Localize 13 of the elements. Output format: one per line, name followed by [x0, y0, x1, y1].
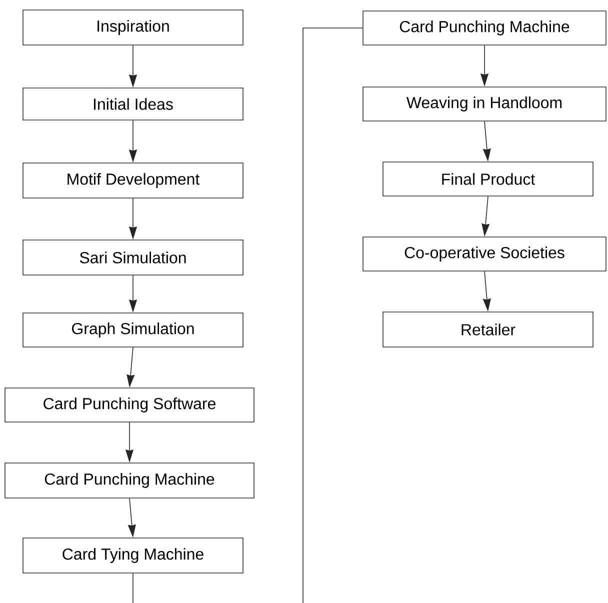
process-box: Card Punching Machine — [4, 462, 254, 498]
process-box: Card Punching Software — [4, 388, 254, 422]
process-box: Card Punching Machine — [362, 10, 606, 46]
process-box: Initial Ideas — [22, 88, 244, 120]
process-box: Graph Simulation — [22, 312, 244, 348]
process-box: Card Tying Machine — [22, 538, 244, 574]
process-box: Final Product — [382, 162, 594, 196]
process-box: Motif Development — [22, 162, 244, 198]
process-box: Sari Simulation — [22, 240, 244, 276]
process-box: Weaving in Handloom — [362, 86, 606, 122]
process-box: Co-operative Societies — [362, 236, 606, 272]
process-box: Inspiration — [22, 10, 244, 46]
process-box: Retailer — [382, 312, 594, 348]
